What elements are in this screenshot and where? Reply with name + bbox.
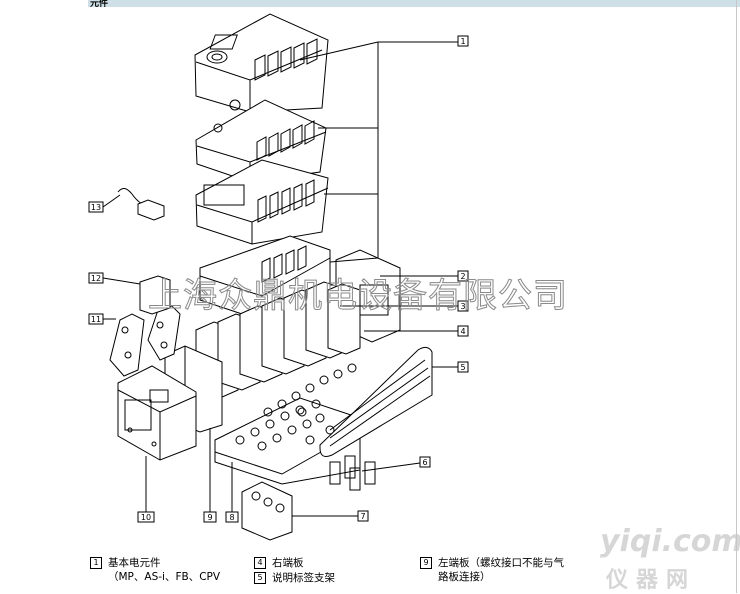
electrical-module-lower <box>195 159 329 245</box>
site-logo: yiqi.com 仪器网 <box>600 524 740 593</box>
svg-text:1: 1 <box>460 37 465 46</box>
callout-4: 4 <box>457 325 469 337</box>
svg-text:3: 3 <box>460 302 465 311</box>
svg-text:5: 5 <box>460 363 465 372</box>
push-in-fittings <box>263 363 357 417</box>
svg-text:4: 4 <box>460 327 465 336</box>
svg-text:7: 7 <box>360 512 365 521</box>
callout-11: 11 <box>88 313 104 325</box>
callout-5: 5 <box>457 361 469 373</box>
fittings-set <box>329 455 376 491</box>
proximity-sensor <box>117 188 165 221</box>
svg-text:2: 2 <box>460 272 465 281</box>
top-bar <box>88 0 740 7</box>
terminal-part <box>139 275 171 315</box>
svg-text:8: 8 <box>229 513 234 522</box>
callout-9: 9 <box>203 511 217 523</box>
electrical-module-top <box>194 13 329 113</box>
page-section-title: 元件 <box>90 0 109 9</box>
callout-10: 10 <box>137 511 155 523</box>
callout-2: 2 <box>457 270 469 282</box>
callout-labels: 1 2 3 4 5 6 7 8 <box>88 35 469 523</box>
callout-1: 1 <box>457 35 469 47</box>
blanking-plug-block <box>241 481 293 541</box>
page-edge-line <box>736 0 737 593</box>
mounting-bracket <box>109 305 181 377</box>
svg-text:6: 6 <box>422 458 427 467</box>
svg-text:9: 9 <box>207 513 212 522</box>
svg-text:10: 10 <box>141 513 151 522</box>
svg-text:13: 13 <box>91 203 101 212</box>
svg-text:11: 11 <box>91 315 101 324</box>
electrical-module-middle <box>195 99 327 183</box>
callout-6: 6 <box>419 456 431 468</box>
svg-text:12: 12 <box>91 274 101 283</box>
leader-lines <box>102 41 458 517</box>
callout-8: 8 <box>225 511 239 523</box>
callout-13: 13 <box>88 201 104 213</box>
connection-block <box>117 365 197 461</box>
callout-12: 12 <box>88 272 104 284</box>
callout-7: 7 <box>357 510 369 522</box>
label-holder-cover <box>319 346 433 457</box>
company-watermark: 上海众鼎机电设备有限公司 <box>148 276 568 317</box>
callout-3: 3 <box>457 300 469 312</box>
